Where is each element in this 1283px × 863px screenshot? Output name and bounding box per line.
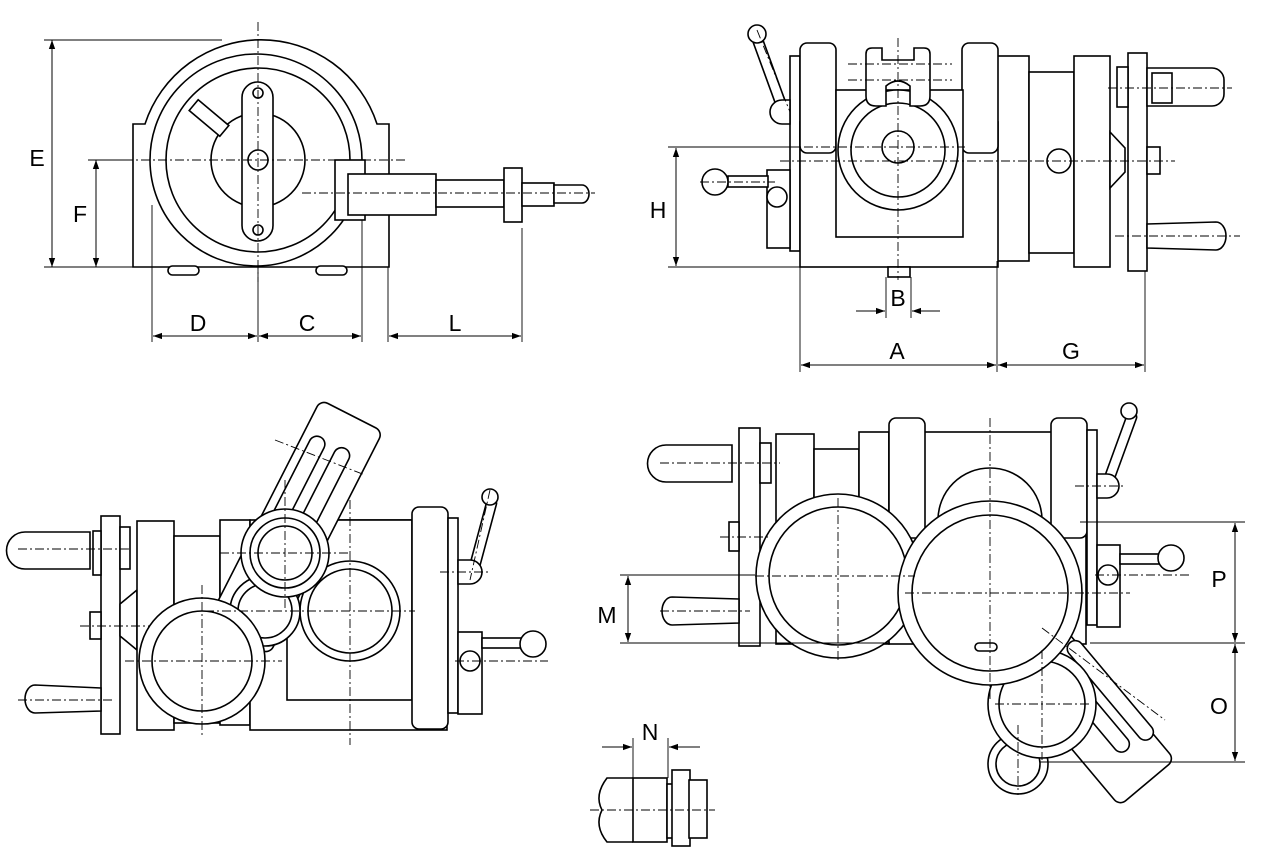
front-view: E F D C L [29, 22, 595, 342]
tilted-view [5, 401, 548, 745]
label-L: L [449, 310, 462, 336]
side-handwheel [1127, 52, 1148, 272]
plan-lever-right-ball [1157, 544, 1185, 572]
tilt-cone [119, 588, 138, 652]
tilt-nut [89, 611, 102, 640]
label-D: D [190, 310, 207, 336]
plan-lever-right-arm [1119, 553, 1161, 565]
tilt-lever-ball [481, 488, 499, 506]
tilt-lever-right-ball [519, 630, 547, 658]
plan-view: M P O [597, 402, 1245, 804]
plan-nut [728, 521, 740, 552]
label-C: C [299, 310, 316, 336]
tilt-handwheel-hub [92, 530, 102, 576]
label-O: O [1210, 693, 1228, 719]
label-E: E [29, 145, 44, 171]
tilt-right-plate [447, 517, 459, 714]
tilt-knob-bottom [24, 684, 102, 714]
label-P: P [1211, 566, 1226, 592]
side-nut [1146, 146, 1161, 175]
side-lever-top-ball [747, 24, 767, 44]
detail-n: N [590, 719, 715, 847]
side-lever-left-boss [766, 186, 788, 208]
label-A: A [889, 338, 905, 364]
tilt-right-pillar [411, 506, 449, 730]
side-view: H B A G [650, 24, 1240, 372]
side-lever-top-boss [769, 99, 791, 125]
detail-n-flange [671, 769, 691, 847]
side-flange [1073, 55, 1111, 268]
plan-knob-top [646, 444, 733, 483]
plan-right-pillar [1050, 417, 1088, 539]
detail-n-collar [688, 779, 708, 839]
plan-arm-slot-2 [1066, 639, 1155, 741]
side-left-plate [789, 55, 801, 252]
front-shaft-tip [553, 184, 590, 204]
plan-right-plate [1086, 429, 1098, 626]
front-lever-slot [188, 98, 230, 138]
front-collar [503, 167, 523, 223]
side-left-pillar [799, 42, 837, 154]
tilt-knob-top [5, 531, 91, 570]
label-H: H [650, 197, 667, 223]
plan-right-block [1096, 544, 1121, 628]
side-key-B [887, 266, 911, 278]
side-handwheel-hub [1116, 66, 1129, 108]
side-plate [996, 55, 1030, 262]
label-B: B [890, 285, 905, 311]
tilt-hub-right [119, 526, 131, 570]
side-cone [1109, 129, 1126, 191]
front-shaft-end [521, 182, 555, 207]
label-M: M [597, 602, 616, 628]
front-shaft [435, 179, 505, 208]
label-N: N [642, 719, 659, 745]
side-lever-left-arm [727, 175, 769, 188]
plan-lever-ball [1120, 402, 1138, 420]
front-shaft-housing [347, 173, 437, 216]
tilt-right-block [457, 631, 483, 715]
plan-slot [974, 642, 998, 652]
front-slot-left [167, 265, 200, 276]
front-slot-right [315, 265, 348, 276]
plan-lever-boss [1096, 473, 1120, 499]
tilt-lever-right-arm [481, 637, 523, 649]
side-right-pillar [961, 42, 999, 154]
label-G: G [1062, 338, 1080, 364]
label-F: F [73, 201, 87, 227]
